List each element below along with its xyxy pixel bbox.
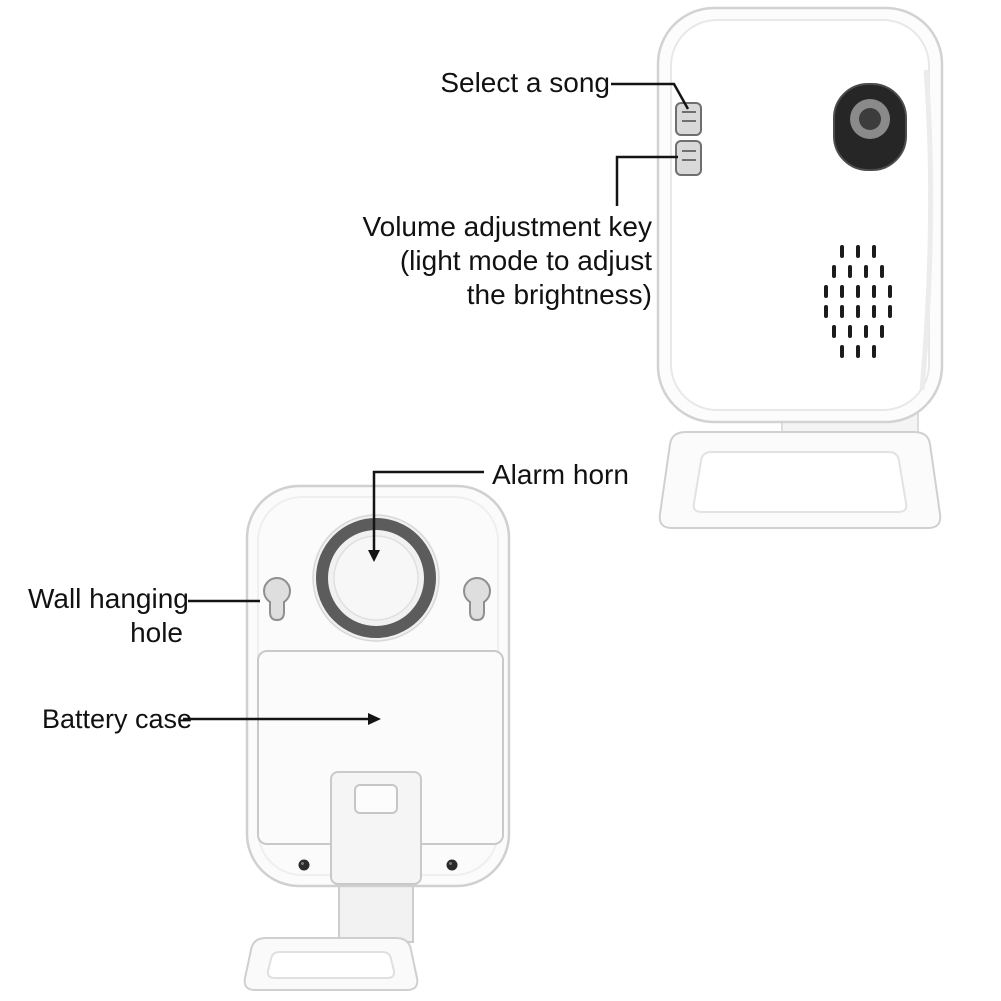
select-song-line [611, 82, 690, 110]
wall-hanging-hole-left [263, 577, 291, 622]
front-stand-base-opening [692, 451, 908, 513]
volume-key-label-line3: the brightness) [466, 279, 652, 310]
speaker-grille [824, 245, 892, 358]
battery-case-label: Battery case [42, 704, 193, 734]
volume-key-label-line1: Volume adjustment key [362, 211, 653, 242]
alarm-horn-line [372, 470, 484, 552]
back-stand-base-opening [266, 951, 396, 979]
alarm-horn-arrowhead [368, 550, 380, 562]
sensor-lens-center [859, 108, 881, 130]
song-button [675, 102, 702, 136]
screw-right [446, 859, 458, 871]
screw-left [298, 859, 310, 871]
wall-hanging-hole-label-line1: Wall hanging [28, 583, 189, 614]
device-front [656, 6, 944, 529]
back-stand-leg [338, 879, 414, 943]
kickstand-notch [354, 784, 398, 814]
volume-button [675, 140, 702, 176]
device-back [243, 484, 511, 991]
wall-hanging-hole-label-line2: hole [130, 617, 183, 648]
annotation-lines [183, 82, 690, 721]
wall-hanging-hole-right [463, 577, 491, 622]
front-body-shadow-edge [919, 69, 934, 391]
volume-key-line [615, 155, 678, 206]
alarm-horn-label: Alarm horn [492, 459, 629, 490]
device-front-face [670, 19, 930, 411]
wall-hanging-hole-label: Wall hanging hole [28, 582, 189, 650]
alarm-horn [312, 514, 440, 642]
volume-key-label-line2: (light mode to adjust [399, 245, 652, 276]
volume-key-label: Volume adjustment key (light mode to adj… [320, 210, 653, 312]
battery-case-arrowhead [368, 713, 381, 725]
kickstand-tab [330, 771, 422, 885]
select-song-label: Select a song [440, 67, 610, 98]
